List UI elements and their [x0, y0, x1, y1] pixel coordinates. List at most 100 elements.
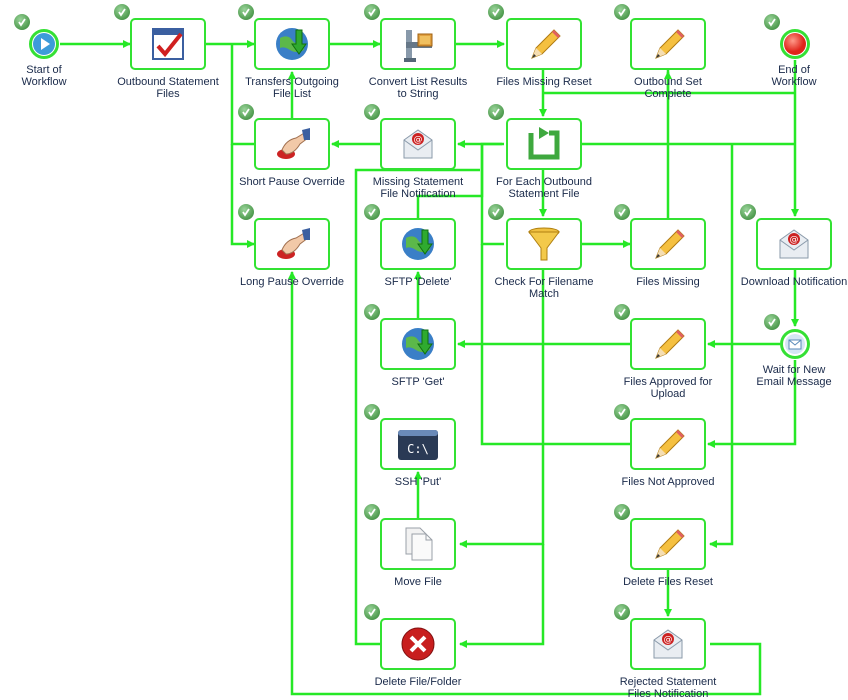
- long-pause-label: Long Pause Override: [240, 276, 344, 288]
- pencil-icon: [655, 329, 685, 359]
- svg-text:C:\: C:\: [407, 442, 429, 456]
- status-check-icon: [764, 314, 780, 330]
- convert-list-node[interactable]: [380, 18, 456, 70]
- short-pause-label: Short Pause Override: [239, 176, 345, 188]
- documents-icon: [405, 527, 433, 561]
- pencil-icon: [655, 529, 685, 559]
- globe-download-icon: [276, 28, 308, 60]
- status-check-icon: [614, 404, 630, 420]
- funnel-icon: [528, 227, 560, 261]
- long-pause-node[interactable]: [254, 218, 330, 270]
- vise-clamp-icon: [404, 30, 433, 62]
- status-check-icon: [488, 104, 504, 120]
- email-envelope-icon: @: [653, 629, 683, 659]
- status-check-icon: [364, 504, 380, 520]
- files-approved-node[interactable]: [630, 318, 706, 370]
- hand-pressing-button-icon: [277, 128, 310, 159]
- files-missing-node[interactable]: [630, 218, 706, 270]
- delete-file-folder-node[interactable]: [380, 618, 456, 670]
- move-file-node[interactable]: [380, 518, 456, 570]
- download-notification-node[interactable]: @: [756, 218, 832, 270]
- status-check-icon: [364, 4, 380, 20]
- status-check-icon: [364, 204, 380, 220]
- globe-download-icon: [402, 328, 434, 360]
- missing-statement-node[interactable]: @: [380, 118, 456, 170]
- end-of-workflow-node[interactable]: [780, 29, 810, 59]
- status-check-icon: [114, 4, 130, 20]
- sftp-delete-node[interactable]: [380, 218, 456, 270]
- delete-files-reset-node[interactable]: [630, 518, 706, 570]
- pencil-icon: [655, 429, 685, 459]
- red-x-icon: [401, 627, 435, 661]
- ssh-put-node[interactable]: C:\: [380, 418, 456, 470]
- for-each-node[interactable]: [506, 118, 582, 170]
- play-icon: [33, 33, 55, 55]
- status-check-icon: [614, 504, 630, 520]
- hand-pressing-button-icon: [277, 228, 310, 259]
- transfers-outgoing-node[interactable]: [254, 18, 330, 70]
- status-check-icon: [488, 204, 504, 220]
- status-check-icon: [238, 204, 254, 220]
- status-check-icon: [238, 4, 254, 20]
- status-check-icon: [614, 304, 630, 320]
- status-check-icon: [14, 14, 30, 30]
- sftp-get-label: SFTP 'Get': [391, 376, 445, 388]
- ssh-put-label: SSH 'Put': [394, 476, 442, 488]
- status-check-icon: [614, 204, 630, 220]
- delete-files-reset-label: Delete Files Reset: [623, 576, 713, 588]
- email-envelope-icon: @: [779, 229, 809, 259]
- status-check-icon: [364, 104, 380, 120]
- status-check-icon: [364, 304, 380, 320]
- pencil-icon: [655, 229, 685, 259]
- outbound-statement-files-node[interactable]: [130, 18, 206, 70]
- sftp-get-node[interactable]: [380, 318, 456, 370]
- email-envelope-icon: @: [403, 129, 433, 159]
- status-check-icon: [614, 604, 630, 620]
- download-notification-label: Download Notification: [740, 276, 848, 288]
- files-missing-reset-label: Files Missing Reset: [496, 76, 592, 88]
- status-check-icon: [614, 4, 630, 20]
- pencil-icon: [531, 29, 561, 59]
- files-missing-label: Files Missing: [636, 276, 700, 288]
- files-not-approved-node[interactable]: [630, 418, 706, 470]
- svg-text:@: @: [664, 635, 673, 645]
- files-not-approved-label: Files Not Approved: [621, 476, 715, 488]
- globe-download-icon: [402, 228, 434, 260]
- start-of-workflow-node[interactable]: [29, 29, 59, 59]
- move-file-label: Move File: [394, 576, 442, 588]
- svg-text:@: @: [790, 235, 799, 245]
- stop-icon: [784, 33, 806, 55]
- pencil-icon: [655, 29, 685, 59]
- files-missing-reset-node[interactable]: [506, 18, 582, 70]
- loop-arrow-icon: [528, 127, 560, 160]
- outbound-set-complete-node[interactable]: [630, 18, 706, 70]
- svg-text:@: @: [414, 135, 423, 145]
- status-check-icon: [488, 4, 504, 20]
- email-envelope-icon: [785, 334, 805, 354]
- terminal-icon: C:\: [398, 430, 438, 460]
- wait-for-email-node[interactable]: [780, 329, 810, 359]
- status-check-icon: [364, 404, 380, 420]
- status-check-icon: [764, 14, 780, 30]
- short-pause-node[interactable]: [254, 118, 330, 170]
- check-filename-node[interactable]: [506, 218, 582, 270]
- status-check-icon: [740, 204, 756, 220]
- status-check-icon: [364, 604, 380, 620]
- delete-file-folder-label: Delete File/Folder: [374, 676, 462, 688]
- rejected-notification-node[interactable]: @: [630, 618, 706, 670]
- sftp-delete-label: SFTP 'Delete': [384, 276, 452, 288]
